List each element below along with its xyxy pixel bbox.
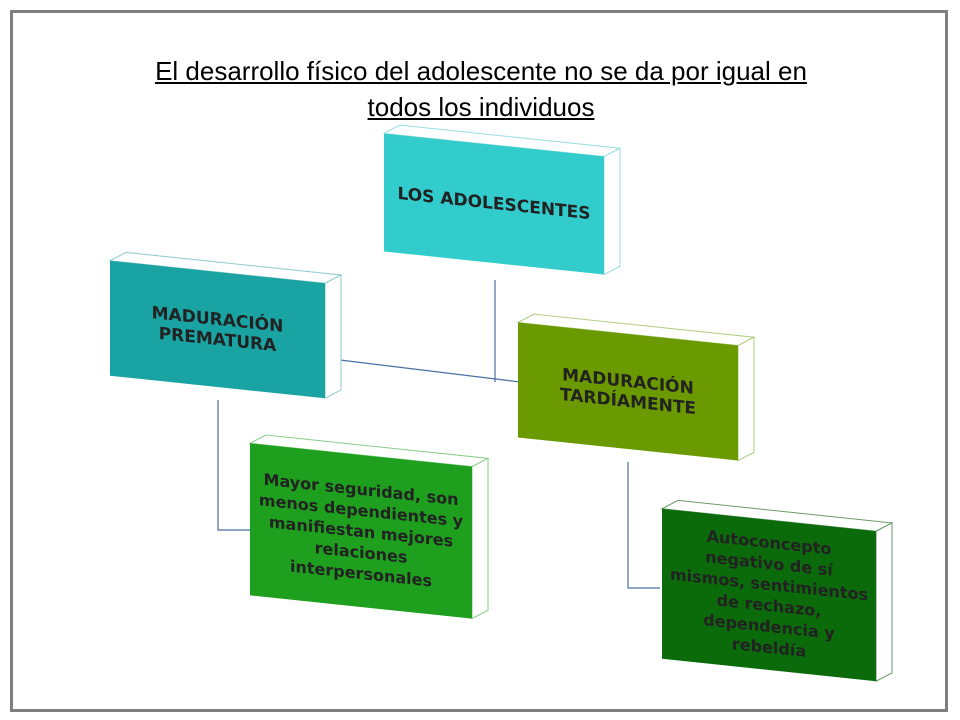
- node-late-label: MADURACIÓN TARDÍAMENTE: [518, 322, 738, 461]
- node-late-detail-label: Autoconcepto negativo de sí mismos, sent…: [662, 508, 876, 682]
- node-premature-label: MADURACIÓN PREMATURA: [110, 260, 325, 399]
- connector-late-detail: [627, 462, 660, 589]
- node-late-detail-3d-edges: [660, 499, 894, 683]
- title-line-1: El desarrollo físico del adolescente no …: [155, 56, 807, 86]
- title-line-2: todos los individuos: [367, 92, 595, 122]
- slide-title: El desarrollo físico del adolescente no …: [13, 53, 949, 125]
- node-los-adolescentes: LOS ADOLESCENTES: [382, 124, 622, 276]
- node-root-3d-edges: [382, 124, 622, 276]
- node-premature-detail-label: Mayor seguridad, son menos dependientes …: [250, 443, 472, 619]
- node-premature-detail: Mayor seguridad, son menos dependientes …: [248, 434, 490, 620]
- node-late-detail: Autoconcepto negativo de sí mismos, sent…: [660, 499, 894, 683]
- node-maduracion-tardiamente: MADURACIÓN TARDÍAMENTE: [516, 313, 756, 462]
- node-root-label: LOS ADOLESCENTES: [384, 133, 604, 275]
- connector-premature-detail: [217, 400, 250, 531]
- connector-root-branches: [339, 280, 521, 383]
- node-maduracion-prematura: MADURACIÓN PREMATURA: [108, 251, 343, 400]
